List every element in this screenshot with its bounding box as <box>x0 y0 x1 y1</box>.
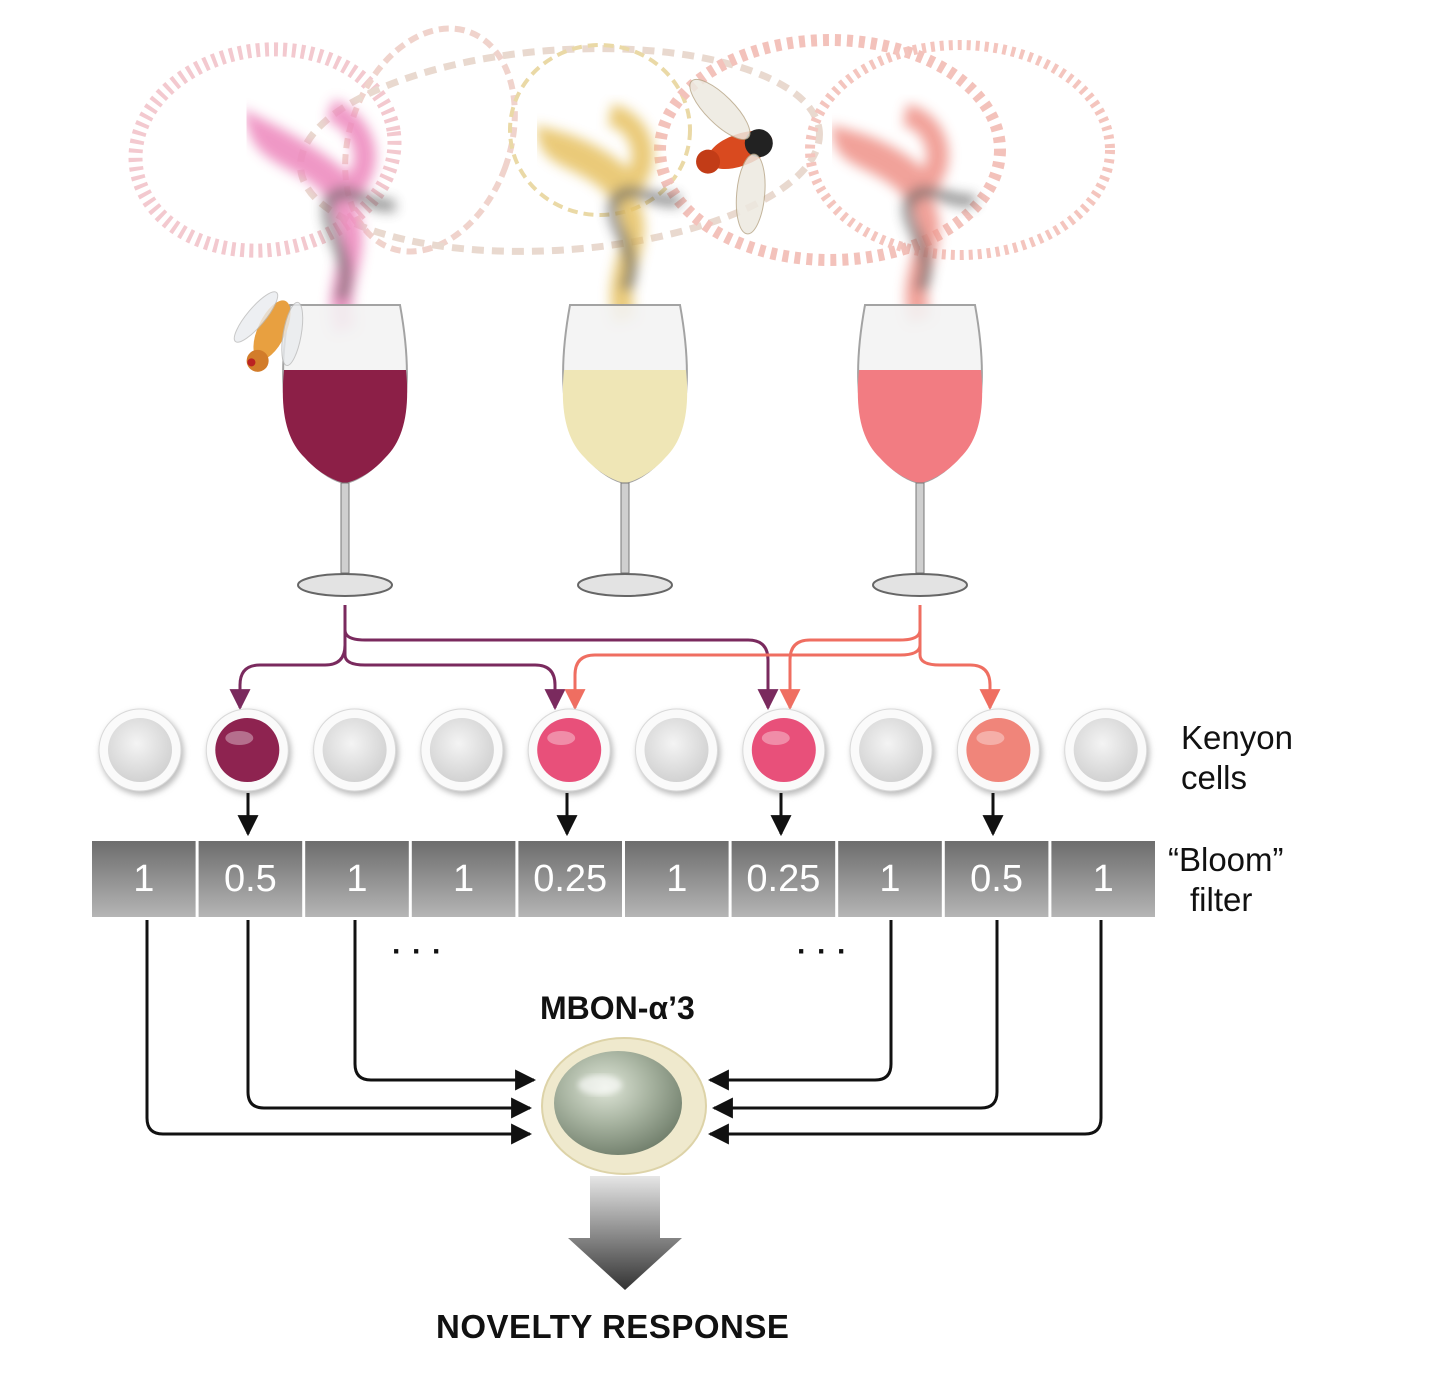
bloom-filter-value: 0.25 <box>746 857 821 900</box>
bloom-filter-value: 1 <box>666 857 688 900</box>
kenyon-cells <box>98 708 1150 795</box>
kenyon-label-line1: Kenyon <box>1181 719 1293 756</box>
kenyon-label: Kenyon cells <box>1181 718 1293 798</box>
ellipsis-right: ··· <box>797 935 857 968</box>
kenyon-cell <box>849 708 936 795</box>
fly-icon <box>233 291 304 372</box>
bloom-filter-value: 1 <box>346 857 368 900</box>
bloom-filter-cell <box>411 841 516 917</box>
bloom-filter-cell <box>305 841 409 917</box>
bloom-filter-value: 1 <box>453 857 475 900</box>
odor-paths <box>229 605 1001 711</box>
filter-to-mbon-connections <box>145 920 1103 1145</box>
fly-icon <box>689 78 773 235</box>
bloom-filter-value: 1 <box>879 857 901 900</box>
kenyon-cell <box>1064 708 1150 795</box>
mbon-label: MBON-α’3 <box>540 990 695 1026</box>
bloom-label-line1: “Bloom” <box>1168 841 1284 878</box>
bloom-filter-cell <box>625 841 729 917</box>
kenyon-cell <box>956 708 1043 795</box>
bloom-filter-value: 1 <box>1092 857 1114 900</box>
novelty-arrow <box>568 1176 682 1290</box>
bloom-filter-cell <box>92 841 196 917</box>
kenyon-cell <box>205 708 292 795</box>
bloom-filter-cell <box>198 841 303 917</box>
kenyon-cell <box>527 708 614 795</box>
kenyon-cell <box>420 708 506 795</box>
bloom-filter-cell <box>1051 841 1155 917</box>
bloom-filter-value: 0.5 <box>970 857 1023 900</box>
kenyon-cell <box>98 708 184 795</box>
ellipsis-left: ··· <box>392 935 452 968</box>
wine-glass-red <box>282 304 408 597</box>
bloom-filter-cell <box>838 841 942 917</box>
bloom-filter-cell <box>944 841 1049 917</box>
smoke-icon <box>241 99 977 334</box>
bloom-filter-label: “Bloom” filter <box>1168 840 1284 920</box>
bloom-filter-cell <box>518 841 622 917</box>
wine-glass-white <box>562 304 688 597</box>
kenyon-cell <box>313 708 399 795</box>
bloom-filter-value: 0.5 <box>223 857 277 900</box>
mbon-neuron <box>541 1037 707 1175</box>
novelty-response-label: NOVELTY RESPONSE <box>436 1308 790 1345</box>
kenyon-cell <box>635 708 721 795</box>
kenyon-to-filter-arrows <box>237 793 1004 837</box>
bloom-filter-value: 0.25 <box>533 857 608 900</box>
kenyon-cell <box>742 708 828 795</box>
bloom-filter-cell <box>731 841 836 917</box>
odor-loops <box>128 25 1115 266</box>
kenyon-label-line2: cells <box>1181 759 1248 796</box>
bloom-label-line2: filter <box>1190 881 1253 918</box>
wine-glass-rose <box>857 304 983 597</box>
bloom-filter-value: 1 <box>133 857 155 900</box>
bloom-filter <box>92 841 1155 917</box>
